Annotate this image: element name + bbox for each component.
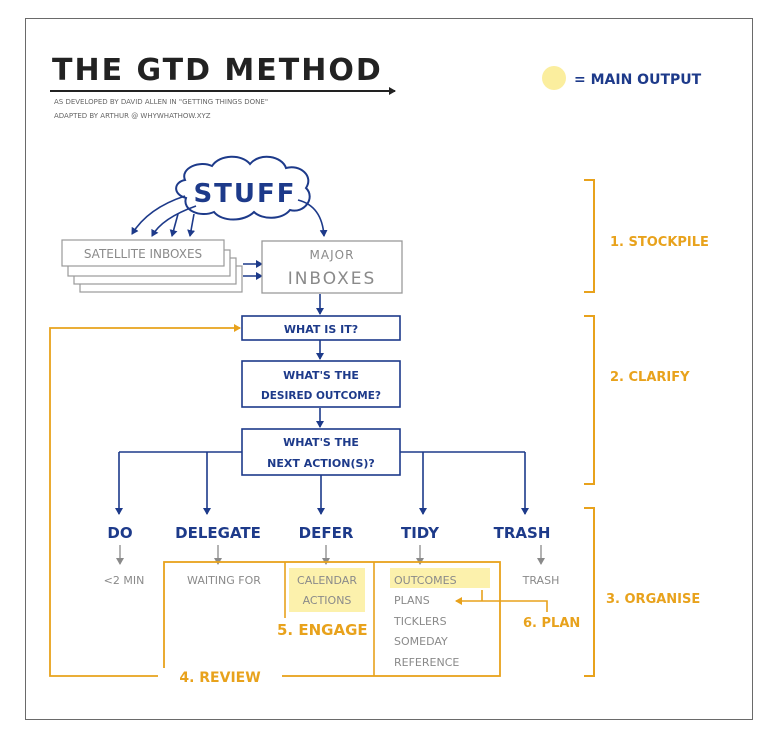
legend-label: = MAIN OUTPUT: [574, 72, 702, 88]
arrow-stuff-to-satellite-1: [131, 195, 186, 235]
output-tidy-someday: SOMEDAY: [394, 635, 448, 648]
bracket-clarify: [584, 315, 595, 485]
output-defer-line-1: CALENDAR: [297, 574, 357, 587]
stage-organise-label: 3. ORGANISE: [606, 592, 700, 607]
outcomes-highlight: [390, 568, 490, 588]
stage-review-label: 4. REVIEW: [179, 670, 260, 686]
arrow-stuff-to-satellite-4: [187, 213, 196, 237]
stage-engage-label: 5. ENGAGE: [277, 621, 368, 639]
desired-outcome-line-2: DESIRED OUTCOME?: [261, 390, 381, 402]
arrow-stuff-to-satellite-3: [169, 213, 179, 237]
next-action-line-2: NEXT ACTION(S)?: [267, 457, 375, 470]
output-tidy-outcomes: OUTCOMES: [394, 574, 457, 587]
action-do: DO: [107, 524, 132, 542]
subtitle-line-1: AS DEVELOPED BY DAVID ALLEN IN "GETTING …: [54, 98, 268, 106]
output-delegate: WAITING FOR: [187, 574, 261, 587]
desired-outcome-box: [241, 360, 401, 408]
output-trash: TRASH: [522, 574, 560, 587]
diagram-frame: [25, 18, 753, 720]
subtitle-line-2: ADAPTED BY ARTHUR @ WHYWHATHOW.XYZ: [54, 112, 211, 120]
arrow-stuff-to-satellite-2: [151, 205, 197, 237]
output-tidy-reference: REFERENCE: [394, 656, 459, 669]
what-is-it-box: [241, 315, 401, 341]
stage-stockpile-label: 1. STOCKPILE: [610, 235, 709, 250]
major-inboxes-label-line-1: MAJOR: [310, 248, 355, 262]
stage-clarify-label: 2. CLARIFY: [610, 370, 690, 385]
review-loop-line: [49, 324, 241, 677]
action-trash: TRASH: [494, 524, 551, 542]
bracket-stockpile: [584, 179, 595, 293]
bracket-organise: [584, 507, 595, 677]
desired-outcome-line-1: WHAT'S THE: [283, 369, 359, 382]
next-action-box: [241, 428, 401, 476]
organise-outputs-box: [163, 561, 501, 677]
output-defer-line-2: ACTIONS: [303, 594, 352, 607]
plan-arrow: [455, 597, 548, 612]
output-do: <2 MIN: [104, 574, 145, 587]
action-defer: DEFER: [299, 524, 354, 542]
satellite-inboxes-label: SATELLITE INBOXES: [84, 247, 202, 261]
stage-plan-label: 6. PLAN: [523, 616, 580, 631]
stuff-label: STUFF: [193, 179, 296, 209]
page-title: THE GTD METHOD: [52, 53, 383, 88]
next-action-line-1: WHAT'S THE: [283, 436, 359, 449]
main-output-highlight-swatch: [542, 66, 566, 90]
review-label-bg: [158, 668, 282, 684]
major-inboxes-label-line-2: INBOXES: [288, 269, 377, 289]
major-inboxes-box: [261, 240, 403, 294]
calendar-actions-highlight: [289, 568, 365, 612]
satellite-inbox-box: [61, 239, 225, 267]
output-tidy-ticklers: TICKLERS: [393, 615, 447, 628]
what-is-it-label: WHAT IS IT?: [284, 323, 358, 336]
output-tidy-plans: PLANS: [394, 594, 430, 607]
arrow-stuff-to-major: [297, 199, 328, 237]
action-delegate: DELEGATE: [175, 524, 261, 542]
action-tidy: TIDY: [401, 524, 440, 542]
